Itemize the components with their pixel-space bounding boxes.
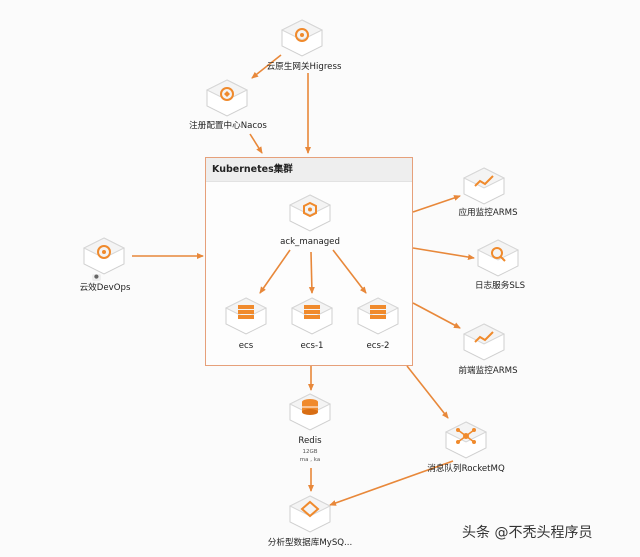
database-stack-icon bbox=[288, 393, 332, 431]
devops-node[interactable] bbox=[82, 236, 126, 276]
ack-managed-node[interactable] bbox=[288, 193, 332, 233]
ecs-2-label: ecs-2 bbox=[366, 341, 390, 351]
nacos-icon bbox=[205, 79, 249, 117]
edge-ack-ecs bbox=[259, 249, 291, 294]
gateway-label: 云原生网关Higress bbox=[266, 62, 342, 72]
ecs-1-node[interactable] bbox=[290, 296, 334, 336]
edge-nacos-cluster bbox=[249, 133, 263, 154]
sls-label: 日志服务SLS bbox=[474, 281, 526, 291]
devops-icon bbox=[82, 237, 126, 275]
devops-label: 云效DevOps bbox=[79, 283, 131, 293]
watermark-text: 头条 @不秃头程序员 bbox=[462, 525, 593, 541]
ecs-2-node[interactable] bbox=[356, 296, 400, 336]
server-icon bbox=[224, 297, 268, 335]
redis-zones: ma , ka bbox=[299, 457, 321, 463]
rocketmq-label: 消息队列RocketMQ bbox=[427, 464, 505, 474]
edge-ack-ecs2 bbox=[332, 249, 367, 294]
ecs-1-label: ecs-1 bbox=[300, 341, 324, 351]
rocketmq-node[interactable] bbox=[444, 420, 488, 460]
nacos-node[interactable] bbox=[205, 78, 249, 118]
edge-rocketmq-mysql bbox=[329, 460, 454, 506]
cluster-title: Kubernetes集群 bbox=[206, 158, 412, 182]
arms-app-label: 应用监控ARMS bbox=[458, 208, 518, 218]
analytic-db-icon bbox=[288, 495, 332, 533]
log-search-icon bbox=[476, 239, 520, 277]
kubernetes-icon bbox=[288, 194, 332, 232]
monitor-chart-icon bbox=[462, 167, 506, 205]
edge-ack-ecs1 bbox=[308, 251, 315, 294]
arms-app-node[interactable] bbox=[462, 166, 506, 206]
analytic-mysql-node[interactable] bbox=[288, 494, 332, 534]
redis-node[interactable] bbox=[288, 392, 332, 432]
devops-badge-icon: ● bbox=[92, 274, 101, 281]
gateway-icon bbox=[280, 19, 324, 57]
server-icon bbox=[356, 297, 400, 335]
edge-cluster-sls bbox=[412, 247, 475, 260]
message-queue-icon bbox=[444, 421, 488, 459]
monitor-chart-icon bbox=[462, 323, 506, 361]
edge-cluster-rocketmq bbox=[406, 365, 449, 419]
redis-capacity: 12GB bbox=[302, 449, 318, 455]
nacos-label: 注册配置中心Nacos bbox=[189, 121, 267, 131]
edge-gateway-nacos bbox=[251, 54, 282, 79]
arms-frontend-label: 前端监控ARMS bbox=[458, 366, 518, 376]
analytic-mysql-label: 分析型数据库MySQ... bbox=[267, 538, 353, 548]
gateway-node[interactable] bbox=[280, 18, 324, 58]
edge-cluster-arms-fe bbox=[412, 302, 461, 329]
redis-label: Redis bbox=[298, 436, 322, 446]
ecs-label: ecs bbox=[238, 341, 254, 351]
ecs-node[interactable] bbox=[224, 296, 268, 336]
ack-managed-label: ack_managed bbox=[280, 237, 340, 247]
server-icon bbox=[290, 297, 334, 335]
sls-node[interactable] bbox=[476, 238, 520, 278]
arms-frontend-node[interactable] bbox=[462, 322, 506, 362]
edge-cluster-arms-app bbox=[412, 195, 461, 213]
